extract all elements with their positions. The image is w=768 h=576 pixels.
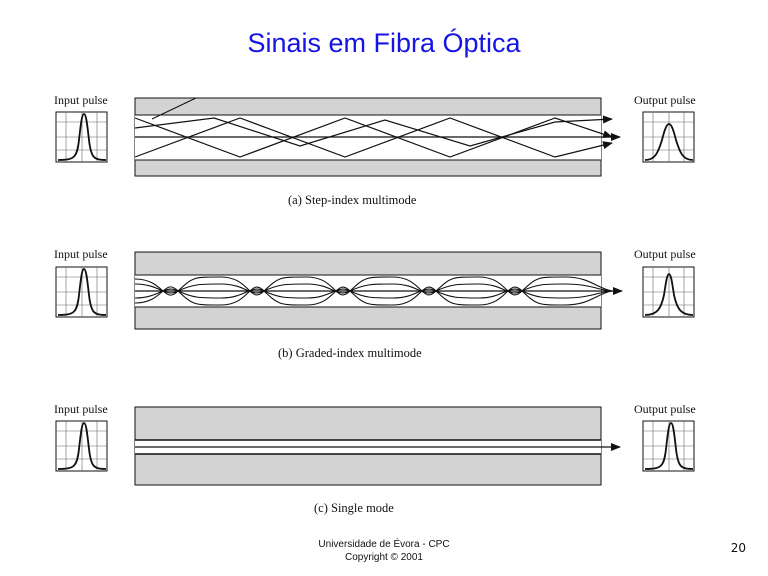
output-pulse-plot bbox=[642, 420, 695, 472]
caption-graded-index: (b) Graded-index multimode bbox=[278, 346, 422, 360]
input-pulse-plot bbox=[55, 420, 108, 472]
output-pulse-label: Output pulse bbox=[634, 402, 696, 416]
output-pulse-label: Output pulse bbox=[634, 93, 696, 107]
footer-copyright: Copyright © 2001 bbox=[345, 552, 423, 563]
input-pulse-label: Input pulse bbox=[54, 247, 108, 261]
caption-single-mode: (c) Single mode bbox=[314, 501, 394, 515]
input-pulse-plot bbox=[55, 266, 108, 318]
page-number: 20 bbox=[730, 541, 746, 555]
panel-graded-index: Input pulse Output pulse bbox=[54, 247, 696, 360]
footer: Universidade de Évora - CPC Copyright © … bbox=[284, 538, 484, 564]
input-pulse-label: Input pulse bbox=[54, 402, 108, 416]
slide-title: Sinais em Fibra Óptica bbox=[247, 28, 521, 58]
output-pulse-plot bbox=[642, 266, 695, 318]
output-pulse-label: Output pulse bbox=[634, 247, 696, 261]
footer-institution: Universidade de Évora - CPC bbox=[318, 539, 450, 550]
single-mode-fiber bbox=[134, 406, 621, 486]
step-index-fiber bbox=[134, 97, 621, 177]
panel-step-index: Input pulse Output pulse bbox=[54, 93, 696, 207]
output-pulse-plot bbox=[642, 111, 695, 163]
input-pulse-label: Input pulse bbox=[54, 93, 108, 107]
graded-index-fiber bbox=[134, 251, 623, 330]
input-pulse-plot bbox=[55, 111, 108, 163]
caption-step-index: (a) Step-index multimode bbox=[288, 193, 417, 207]
panel-single-mode: Input pulse Output pulse bbox=[54, 402, 696, 515]
